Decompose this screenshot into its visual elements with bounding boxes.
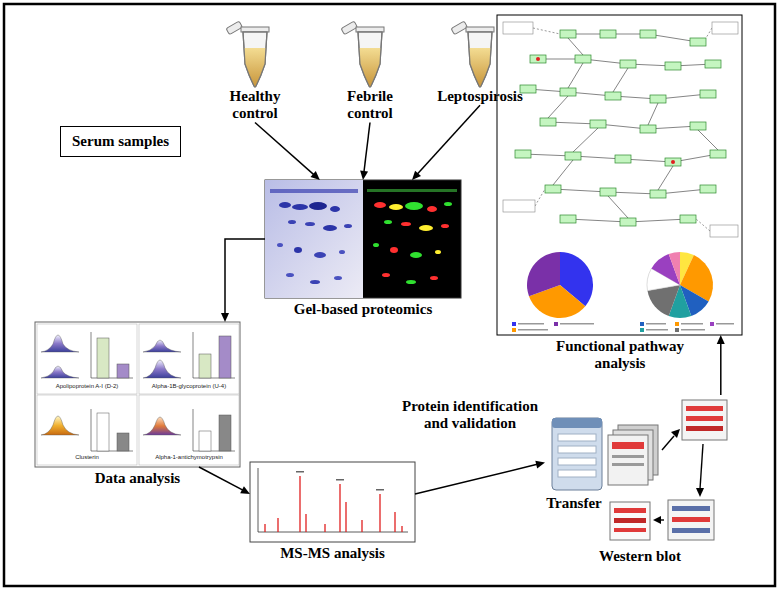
- connector: [255, 123, 320, 181]
- arrowhead: [412, 171, 421, 180]
- sample-tube: Healthy control: [215, 14, 295, 123]
- western-blot-group: TransferWestern blot: [545, 395, 730, 545]
- arrowhead: [360, 171, 368, 180]
- arrowhead: [221, 313, 229, 322]
- sample-tube: Febrile control: [330, 14, 410, 123]
- chart-title: Alpha-1B-glycoprotein (U-4): [141, 382, 237, 390]
- tube-icon: [226, 21, 269, 87]
- node-label: Gel-based proteomics: [265, 301, 461, 318]
- node-label: Leptospirosis: [430, 88, 530, 105]
- outer-frame: [4, 4, 775, 586]
- connector: [415, 461, 545, 494]
- node-label: Healthy control: [215, 88, 295, 123]
- node-label: Functional pathway analysis: [545, 338, 695, 373]
- arrowhead: [310, 171, 319, 180]
- section-box: Serum samples: [60, 126, 181, 157]
- pathway-map: [497, 15, 742, 335]
- chart-title: Apolipoprotein A-I (D-2): [39, 382, 135, 390]
- ms-panel: MS-MS analysis: [250, 462, 415, 542]
- arrowhead: [535, 461, 545, 469]
- node-label: Serum samples: [72, 133, 169, 150]
- connector-line: [720, 342, 722, 395]
- connector: [717, 335, 725, 395]
- ms-spectrum: [250, 462, 415, 542]
- connector-line: [417, 105, 480, 175]
- chart-title: Clusterin: [39, 453, 135, 461]
- connector-line: [225, 239, 265, 315]
- edge-label: Protein identification and validation: [395, 398, 545, 433]
- connector-line: [364, 123, 370, 174]
- gel-panel: Gel-based proteomics: [265, 180, 461, 298]
- connector: [360, 123, 370, 181]
- connector-line: [255, 123, 315, 176]
- node-label: MS-MS analysis: [250, 545, 415, 562]
- western-blot-icons: [552, 400, 727, 540]
- tube-icon: [341, 21, 384, 87]
- connector: [412, 105, 480, 180]
- data-charts: [35, 322, 240, 467]
- gel-image: [265, 180, 461, 298]
- tube-icon: [451, 21, 494, 87]
- node-label: Transfer: [545, 495, 603, 512]
- connector-line: [199, 467, 244, 491]
- connector: [221, 239, 265, 322]
- sample-tube: Leptospirosis: [430, 14, 530, 105]
- node-label: Febrile control: [330, 88, 410, 123]
- connector: [199, 467, 250, 494]
- node-label: Data analysis: [35, 470, 240, 487]
- arrowhead: [717, 335, 725, 344]
- pathway-panel: Functional pathway analysis: [497, 15, 742, 335]
- arrowhead: [240, 486, 250, 494]
- connector-line: [415, 464, 538, 494]
- data-panel: Data analysis: [35, 322, 240, 467]
- node-label: Western blot: [585, 548, 695, 565]
- chart-title: Alpha-1-antichymotrypsin: [141, 453, 237, 461]
